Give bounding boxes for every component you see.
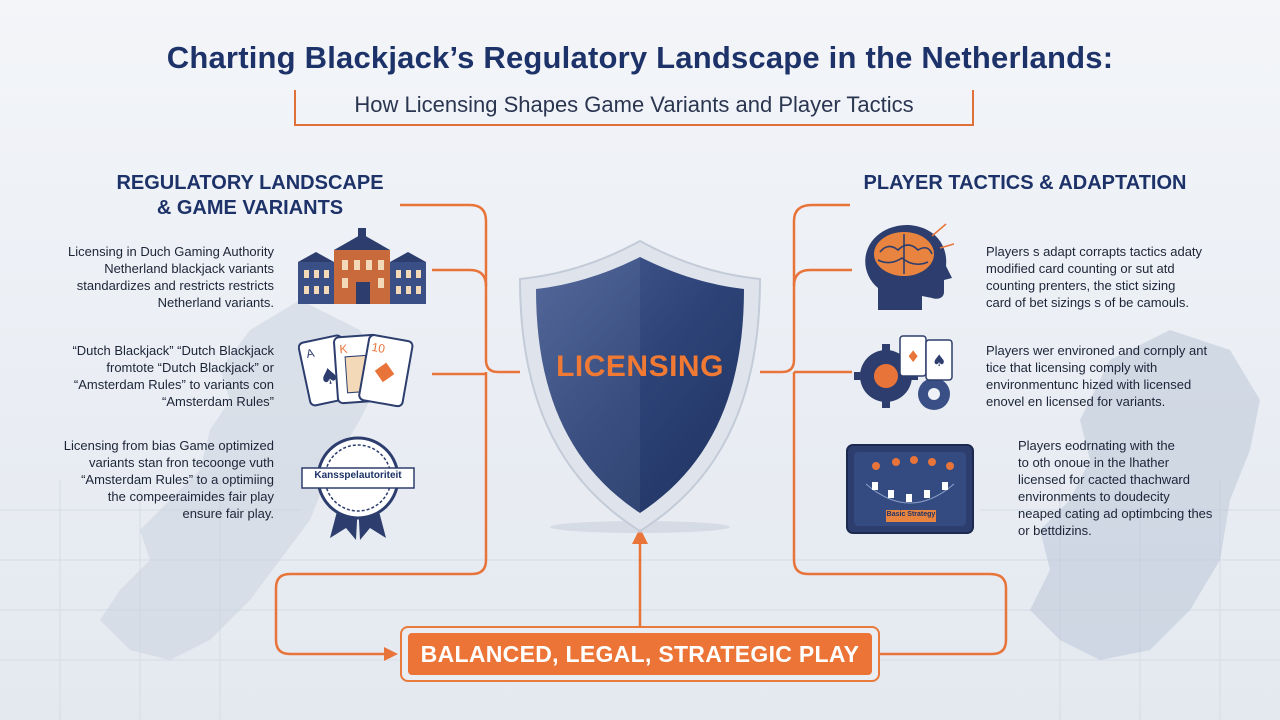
right-item-3-text: Players eodrnating with the to oth onoue… bbox=[1018, 437, 1258, 539]
brain-head-icon bbox=[865, 223, 954, 310]
seal-badge-graphic bbox=[301, 436, 415, 540]
text-line: tice that licensing comply with bbox=[986, 360, 1158, 375]
building-icon bbox=[298, 228, 426, 304]
text-line: standardizes and restricts restricts bbox=[76, 278, 274, 293]
text-line: Netherland blackjack variants bbox=[104, 261, 274, 276]
text-line: card of bet sizings s of be camouls. bbox=[986, 295, 1190, 310]
right-section-heading: PLAYER TACTICS & ADAPTATION bbox=[863, 172, 1187, 194]
text-line: or bettdizins. bbox=[1018, 523, 1092, 538]
text-line: Netherland variants. bbox=[157, 295, 274, 310]
left-item-2-text: “Dutch Blackjack” “Dutch Blackjack fromt… bbox=[44, 342, 274, 410]
blackjack-table-graphic bbox=[846, 444, 974, 534]
text-line: ensure fair play. bbox=[182, 506, 274, 521]
text-line: counting prenters, the stict sizing bbox=[986, 278, 1176, 293]
seal-badge-icon: Kansspelautoriteit bbox=[300, 430, 416, 542]
left-item-1-text: Licensing in Duch Gaming Authority Nethe… bbox=[44, 243, 274, 311]
text-line: to oth onoue in the lhather bbox=[1018, 455, 1170, 470]
text-line: Players s adapt corrapts tactics adaty bbox=[986, 244, 1203, 259]
svg-text:♦: ♦ bbox=[906, 347, 920, 366]
svg-text:♠: ♠ bbox=[932, 351, 946, 370]
text-line: modified card counting or sut atd bbox=[986, 261, 1175, 276]
subtitle-frame bbox=[294, 90, 974, 126]
seal-badge-text: Kansspelautoriteit bbox=[314, 470, 402, 481]
text-line: Players eodrnating with the bbox=[1018, 438, 1175, 453]
svg-text:10: 10 bbox=[371, 340, 387, 356]
right-item-1-text: Players s adapt corrapts tactics adaty m… bbox=[986, 243, 1236, 311]
left-section-heading: REGULATORY LANDSCAPE & GAME VARIANTS bbox=[90, 172, 410, 220]
text-line: licensed for cacted thachward bbox=[1018, 472, 1190, 487]
connector-lines bbox=[274, 203, 1008, 656]
shield-label: LICENSING bbox=[556, 350, 724, 383]
result-label: BALANCED, LEGAL, STRATEGIC PLAY bbox=[420, 640, 860, 667]
text-line: “Dutch Blackjack” “Dutch Blackjack bbox=[72, 343, 274, 358]
text-line: Licensing from bias Game optimized bbox=[63, 438, 274, 453]
svg-text:K: K bbox=[339, 342, 348, 357]
text-line: “Amsterdam Rules” to a optimiing bbox=[81, 472, 274, 487]
table-label: Basic Strategy bbox=[886, 511, 936, 518]
text-line: fromtote “Dutch Blackjack” or bbox=[106, 360, 274, 375]
text-line: variants stan fron tecoonge vuth bbox=[88, 455, 274, 470]
shield-icon bbox=[518, 239, 762, 533]
page-subtitle: How Licensing Shapes Game Variants and P… bbox=[354, 92, 914, 117]
text-line: enovel en licensed for variants. bbox=[986, 394, 1166, 409]
text-line: Players wer environed and cornply ant bbox=[986, 343, 1208, 358]
text-line: “Amsterdam Rules” bbox=[162, 394, 274, 409]
svg-text:A: A bbox=[305, 346, 316, 361]
left-item-3-text: Licensing from bias Game optimized varia… bbox=[44, 437, 274, 522]
text-line: environments to doudecity bbox=[1018, 489, 1170, 504]
left-heading-line1: REGULATORY LANDSCAPE bbox=[116, 172, 384, 194]
text-line: the compeeraimides fair play bbox=[107, 489, 274, 504]
left-heading-line2: & GAME VARIANTS bbox=[156, 197, 344, 219]
text-line: Licensing in Duch Gaming Authority bbox=[68, 244, 274, 259]
map-silhouette-right bbox=[1030, 330, 1260, 660]
result-banner: BALANCED, LEGAL, STRATEGIC PLAY bbox=[408, 633, 872, 675]
text-line: “Amsterdam Rules” to variants con bbox=[73, 377, 274, 392]
right-item-2-text: Players wer environed and cornply ant ti… bbox=[986, 342, 1236, 410]
text-line: neaped cating ad optimbcing thes bbox=[1018, 506, 1213, 521]
page-title: Charting Blackjack’s Regulatory Landscap… bbox=[166, 40, 1114, 75]
gears-cards-icon: ♦ ♠ bbox=[854, 335, 953, 410]
playing-cards-icon: A ♠ K 10 bbox=[298, 333, 414, 408]
blackjack-table-icon: Basic Strategy bbox=[846, 444, 974, 534]
text-line: environmentunc hized with licensed bbox=[986, 377, 1192, 392]
